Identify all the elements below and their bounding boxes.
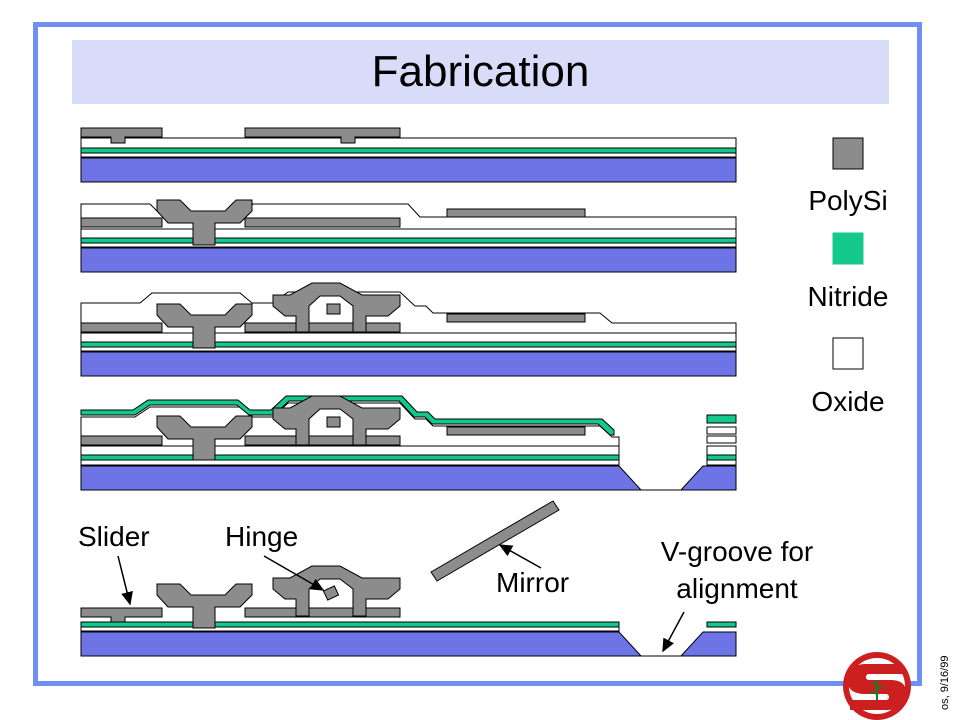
- nitride-layer-step-2: [80, 237, 737, 244]
- polysi-anchor-step-2: [156, 199, 253, 246]
- label-slider: Slider: [78, 521, 150, 552]
- nitride-right-base-step-4: [706, 454, 737, 461]
- stanford-logo: [843, 652, 911, 720]
- oxide-layer-step-4: [80, 459, 620, 466]
- polysi-hinge-pin-step-5: [322, 585, 340, 601]
- polysi-anchor-step-5: [156, 583, 253, 629]
- oxide-layer-step-3: [80, 346, 737, 352]
- oxide-right-stack-a-step-4: [706, 426, 737, 435]
- polysi-slider-step-2: [80, 217, 163, 228]
- arrow-slider: [117, 555, 133, 606]
- substrate-step-3: [80, 351, 737, 377]
- label-mirror: Mirror: [496, 567, 569, 598]
- polysi-hinge-pin-step-4: [326, 416, 341, 428]
- substrate-step-2: [80, 247, 737, 273]
- oxide-layer-step-1: [80, 152, 737, 158]
- slide-title: Fabrication: [371, 47, 590, 96]
- oxide-right-stack-b-step-4: [706, 435, 737, 444]
- polysi-mirror-step-2: [446, 208, 586, 218]
- nitride-layer-step-3: [80, 341, 737, 348]
- polysi-mirror-raised: [430, 500, 560, 582]
- polysi-plate-step-1: [244, 127, 401, 144]
- oxide-right-stack-c-step-4: [706, 445, 737, 456]
- process-step-2: [80, 199, 737, 273]
- nitride-swatch: [832, 232, 864, 265]
- nitride-right-step-5: [706, 621, 737, 628]
- arrow-hinge: [263, 555, 325, 591]
- oxide-right-base-step-4: [706, 459, 737, 466]
- polysi-hinge-pin-step-3: [326, 303, 341, 315]
- polysi-anchor-step-4: [156, 415, 253, 461]
- substrate-vgroove-step-4: [80, 465, 737, 491]
- polysi-plate-step-3: [244, 322, 401, 333]
- polysi-slider-step-3: [80, 322, 163, 333]
- oxide-top-step-4: [80, 445, 620, 456]
- legend-label-polysi: PolySi: [808, 185, 887, 216]
- polysi-mirror-step-3: [446, 313, 586, 323]
- polysi-hinge-staple-step-5: [272, 565, 401, 617]
- polysi-slider-step-4: [80, 435, 163, 446]
- nitride-layer-step-4: [80, 454, 620, 461]
- title-bar: [72, 40, 889, 104]
- polysi-slider-step-1: [80, 127, 163, 144]
- legend-label-oxide: Oxide: [811, 386, 884, 417]
- nitride-right-stack-step-4: [706, 414, 737, 424]
- polysi-swatch: [832, 137, 864, 170]
- polysi-plate-step-2: [244, 217, 401, 228]
- label-vgroove-line1: V-groove for: [661, 536, 814, 567]
- oxide-top-step-2: [80, 228, 737, 239]
- oxide-top-step-3: [80, 332, 737, 343]
- oxide-layer-step-5: [80, 626, 620, 632]
- logo-tree-icon: [870, 680, 883, 700]
- oxide-swatch: [832, 337, 864, 370]
- nitride-cap-step-4: [80, 395, 615, 436]
- slide-frame: [33, 22, 922, 686]
- legend-label-nitride: Nitride: [808, 281, 889, 312]
- polysi-hinge-staple-step-3: [272, 282, 401, 333]
- substrate-step-1: [80, 157, 737, 183]
- label-vgroove-line2: alignment: [676, 573, 798, 604]
- oxide-top-step-1: [80, 137, 737, 149]
- arrow-mirror: [498, 544, 542, 569]
- legend: PolySi Nitride Oxide: [808, 137, 889, 417]
- process-step-5: [80, 500, 737, 657]
- process-step-1: [80, 127, 737, 183]
- nitride-layer-step-5: [80, 621, 620, 628]
- oxide-layer-step-2: [80, 242, 737, 248]
- substrate-vgroove-step-5: [80, 631, 737, 657]
- arrow-vgroove: [662, 611, 685, 653]
- process-step-4: [80, 395, 737, 491]
- polysi-plate-step-5: [244, 607, 401, 618]
- polysi-plate-step-4: [244, 435, 401, 446]
- label-hinge: Hinge: [225, 521, 298, 552]
- nitride-layer-step-1: [80, 147, 737, 154]
- polysi-mirror-step-4: [446, 426, 586, 436]
- footer-date: os, 9/16/99: [939, 656, 951, 710]
- polysi-hinge-staple-step-4: [272, 395, 401, 446]
- polysi-slider-step-5: [80, 607, 163, 623]
- polysi-anchor-step-3: [156, 303, 253, 349]
- process-step-3: [80, 282, 737, 377]
